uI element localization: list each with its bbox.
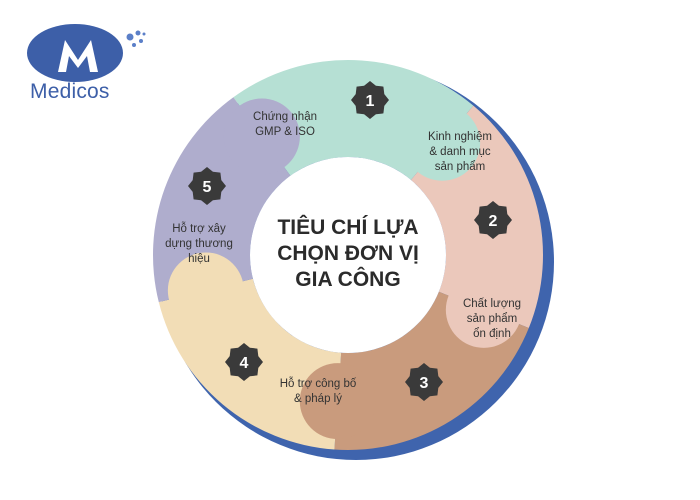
badge-4 <box>225 343 263 381</box>
logo-dot <box>139 39 143 43</box>
logo-m-glyph <box>58 40 98 72</box>
badges: 1 2 3 4 5 <box>188 81 512 401</box>
segment-lobe-1 <box>404 104 481 181</box>
segment-label-5: Hỗ trợ xây dựng thương hiệu <box>165 222 233 265</box>
segment-label-4: Hỗ trợ công bố & pháp lý <box>280 377 357 405</box>
badge-2 <box>474 201 512 239</box>
center-title-line: GIA CÔNG <box>295 267 400 291</box>
segment-label-line: dựng thương <box>165 238 233 250</box>
center-circle <box>250 157 446 353</box>
segment-lobe-5 <box>223 98 300 175</box>
segment-lobe-2 <box>445 271 522 348</box>
segment-label-2: Kinh nghiệm & danh mục sản phẩm <box>428 131 492 173</box>
badge-5 <box>188 167 226 205</box>
logo-ellipse <box>27 24 123 82</box>
logo-dot <box>132 43 136 47</box>
badge-number: 5 <box>203 179 212 196</box>
segment-label-line: & pháp lý <box>294 393 342 405</box>
badge-number: 1 <box>366 93 375 110</box>
badge-1 <box>351 81 389 119</box>
segment-lobe-4 <box>167 252 244 329</box>
segment-label-line: sản phẩm <box>435 161 486 173</box>
segment-label-line: & danh mục <box>429 146 491 158</box>
segment-label-line: sản phẩm <box>467 313 518 325</box>
logo-dot <box>135 30 141 36</box>
segment-label-line: Chất lượng <box>463 298 521 310</box>
segment-label-line: ổn định <box>473 328 511 340</box>
segment-label-3: Chất lượng sản phẩm ổn định <box>463 298 521 340</box>
badge-number: 4 <box>240 355 249 372</box>
segment-lobe-3 <box>299 363 376 440</box>
center-title-line: TIÊU CHÍ LỰA <box>277 215 418 239</box>
logo-name: Medicos <box>30 80 110 103</box>
segment-label-line: Hỗ trợ công bố <box>280 377 357 390</box>
segment-label-line: Chứng nhận <box>253 111 317 123</box>
badge-number: 2 <box>489 213 498 230</box>
badge-3 <box>405 363 443 401</box>
segment-label-line: Hỗ trợ xây <box>172 222 226 235</box>
segment-label-line: GMP & ISO <box>255 126 315 138</box>
badge-number: 3 <box>420 375 429 392</box>
center-title-line: CHỌN ĐƠN VỊ <box>277 242 419 265</box>
segment-label-line: Kinh nghiệm <box>428 131 492 143</box>
logo-dot <box>142 32 146 36</box>
segment-label-line: hiệu <box>188 253 210 265</box>
logo-dot <box>126 33 134 41</box>
